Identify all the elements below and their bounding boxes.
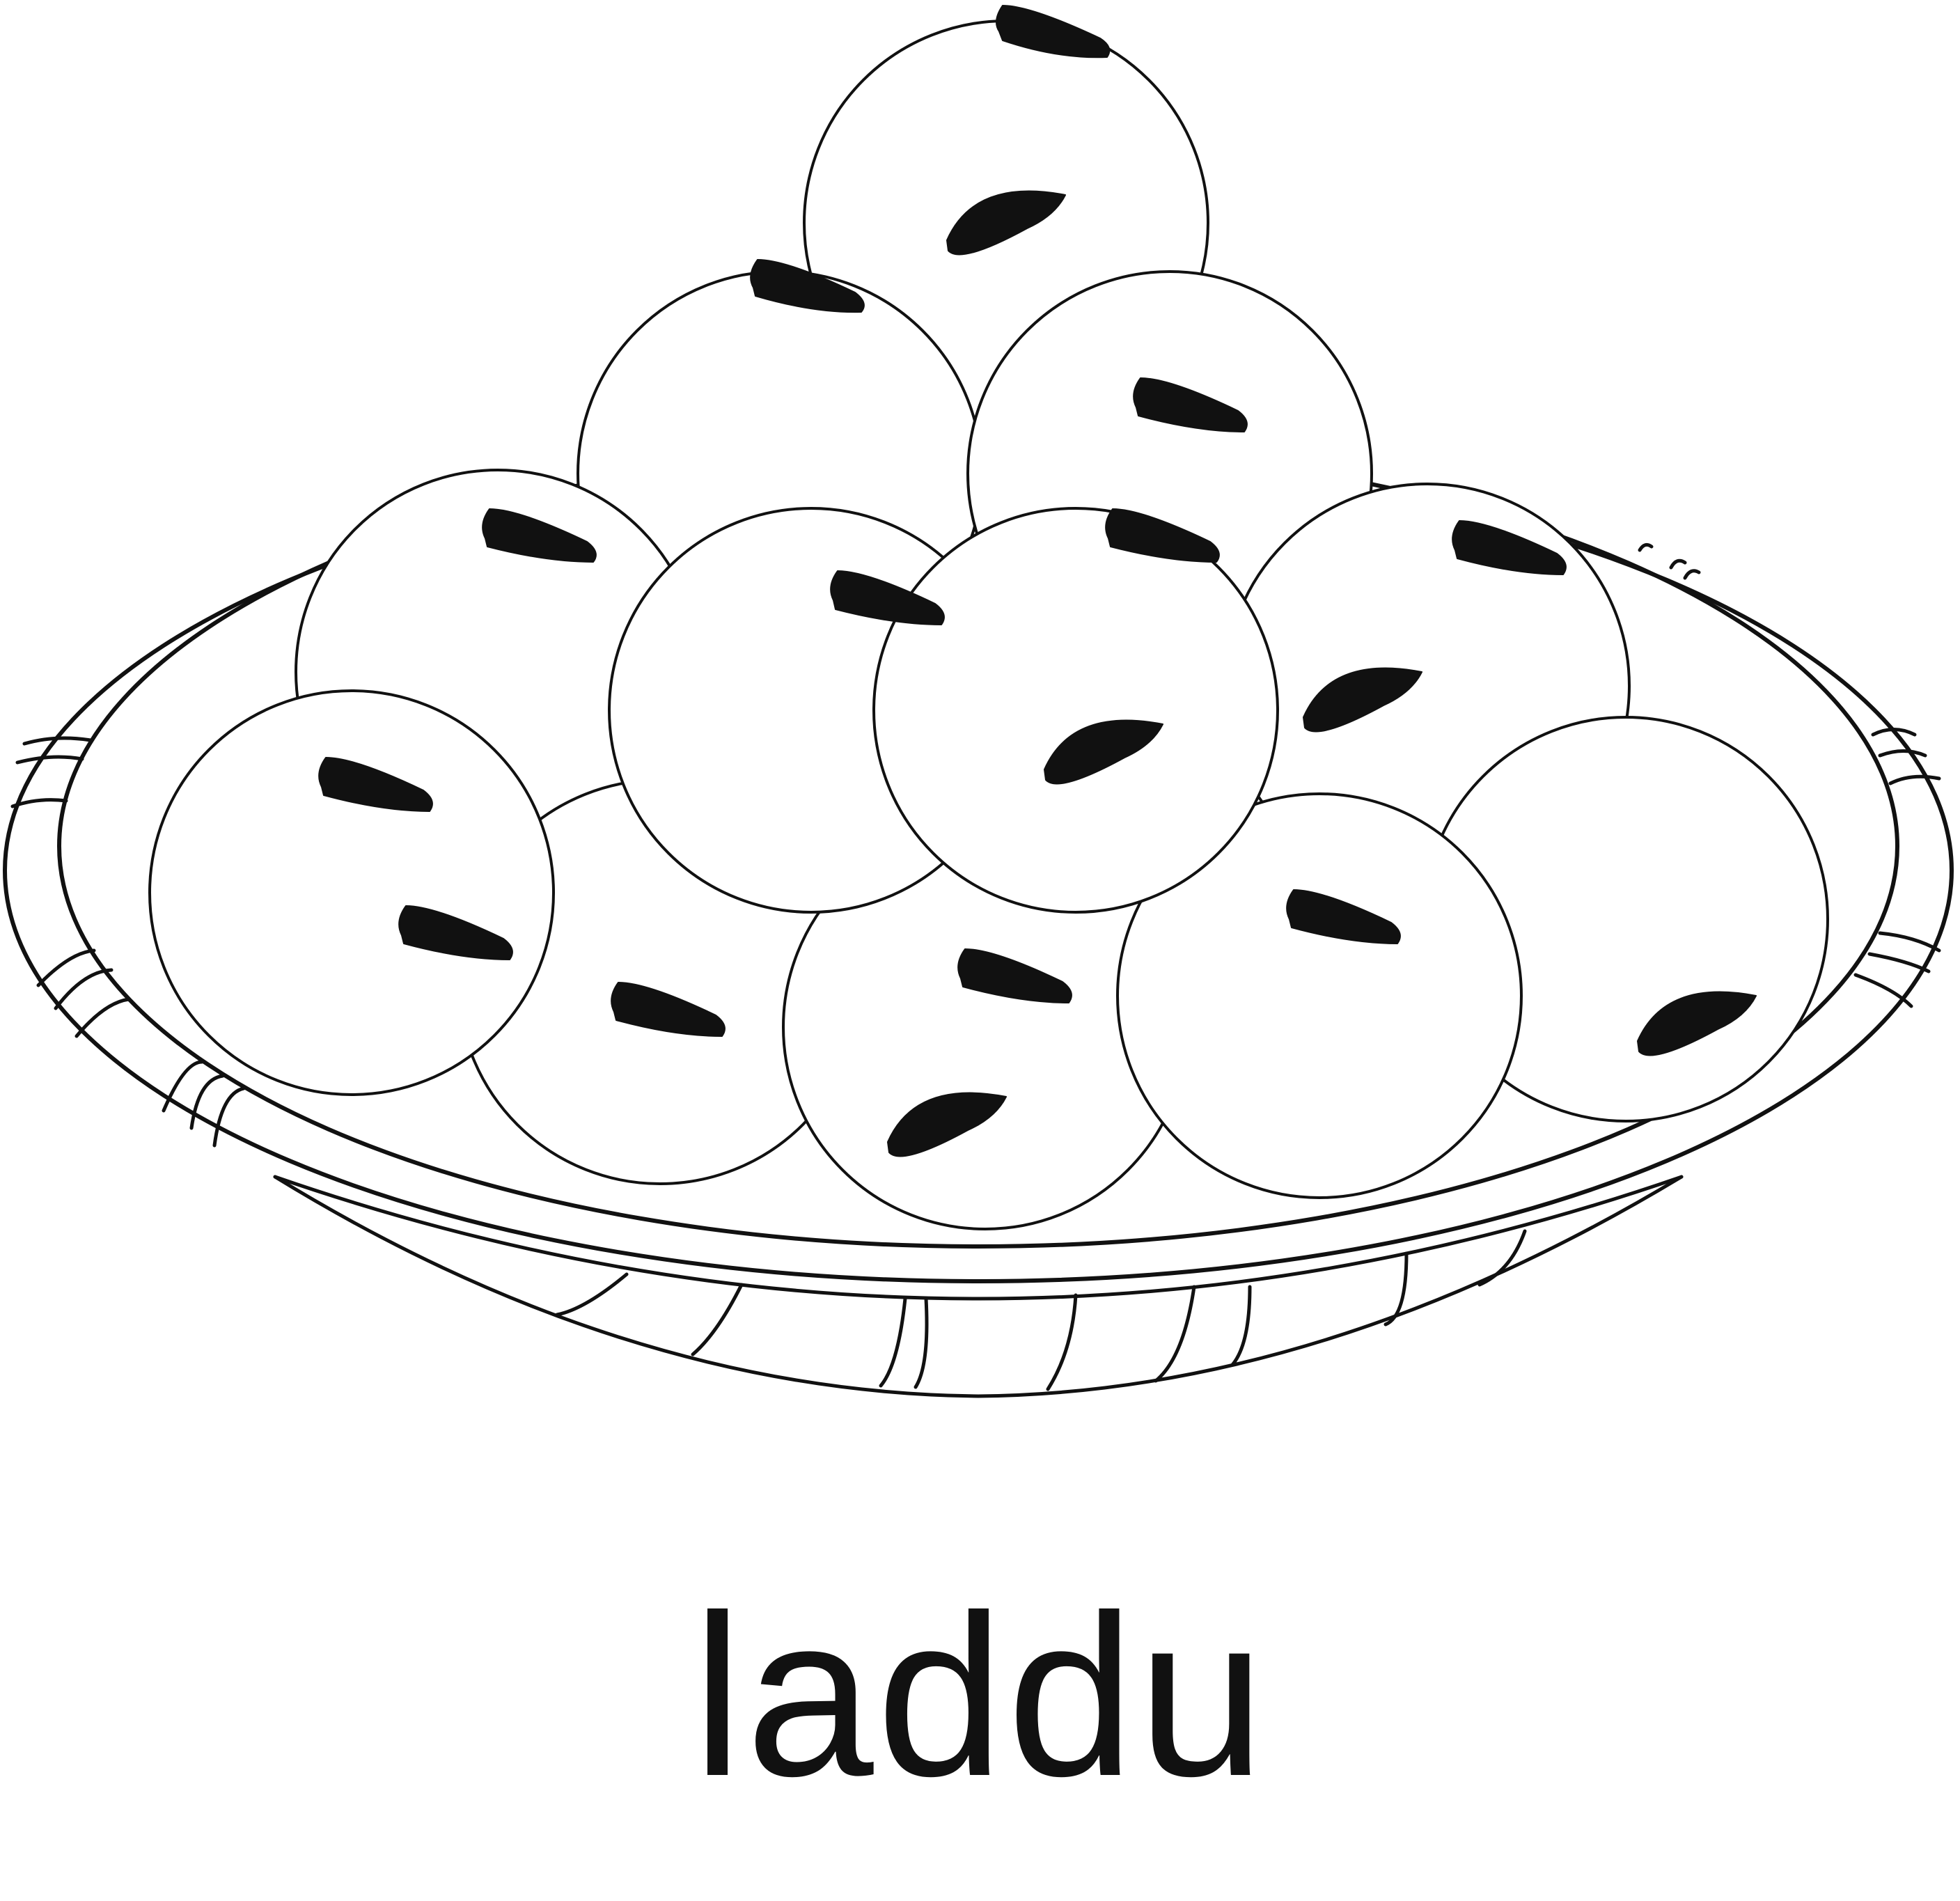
almond-sliver-icon <box>398 905 513 960</box>
almond-sliver-icon <box>482 508 597 563</box>
rim-decoration-left <box>10 736 246 1148</box>
almond-sliver-icon <box>1105 508 1220 563</box>
plate-base-top <box>273 1175 1684 1301</box>
cashew-piece-icon <box>946 190 1066 256</box>
plate-base-bottom <box>273 1175 1684 1398</box>
almond-sliver-icon <box>996 5 1111 58</box>
laddu-toppings <box>318 5 1757 1157</box>
cashew-piece-icon <box>1303 667 1422 733</box>
laddu-front-left <box>148 689 555 1096</box>
almond-sliver-icon <box>750 259 865 313</box>
almond-sliver-icon <box>830 570 945 625</box>
almond-sliver-icon <box>1452 520 1567 575</box>
cashew-piece-icon <box>1044 719 1163 785</box>
cashew-piece-icon <box>1637 991 1757 1056</box>
almond-sliver-icon <box>318 757 433 812</box>
almond-sliver-icon <box>1286 889 1401 944</box>
almond-sliver-icon <box>611 982 726 1037</box>
caption-text: laddu <box>691 1567 1269 1824</box>
base-decoration <box>555 1229 1527 1391</box>
almond-sliver-icon <box>957 948 1072 1003</box>
cashew-piece-icon <box>887 1092 1007 1157</box>
laddu-plate-illustration <box>3 5 1954 1398</box>
laddu-stack <box>148 19 1829 1230</box>
almond-sliver-icon <box>1133 377 1248 432</box>
rim-decoration-right <box>1638 542 1941 1008</box>
laddu-center-right <box>872 507 1279 914</box>
laddu-bottom-right <box>1116 792 1523 1199</box>
